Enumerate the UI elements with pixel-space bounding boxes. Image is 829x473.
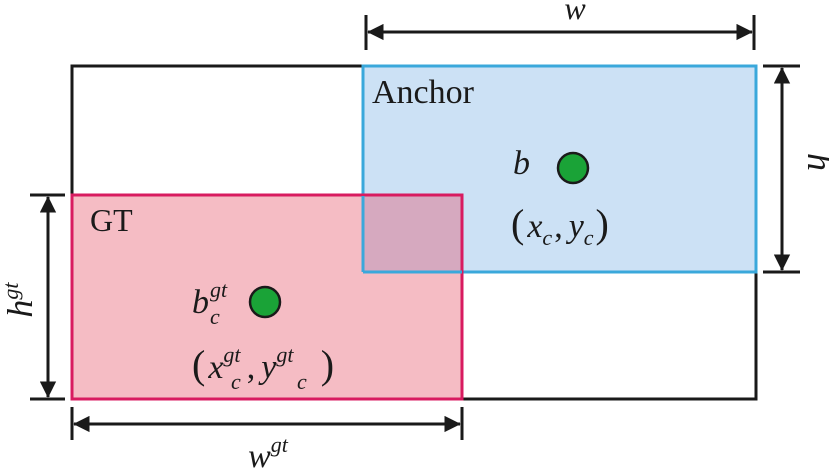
anchor-title: Anchor (372, 74, 475, 111)
gt-title: GT (90, 202, 133, 238)
anchor-center-label: b (513, 145, 530, 182)
svg-text:hgt: hgt (0, 282, 40, 318)
hgt-label: hgt (0, 282, 40, 318)
h-label: h (800, 153, 829, 171)
overlap-region (364, 196, 461, 271)
wgt-label: wgt (248, 432, 289, 473)
gt-center-dot (248, 285, 282, 319)
anchor-center-coords: (xc,yc) (511, 201, 609, 250)
anchor-center-dot (556, 151, 590, 185)
w-label: w (564, 0, 586, 26)
